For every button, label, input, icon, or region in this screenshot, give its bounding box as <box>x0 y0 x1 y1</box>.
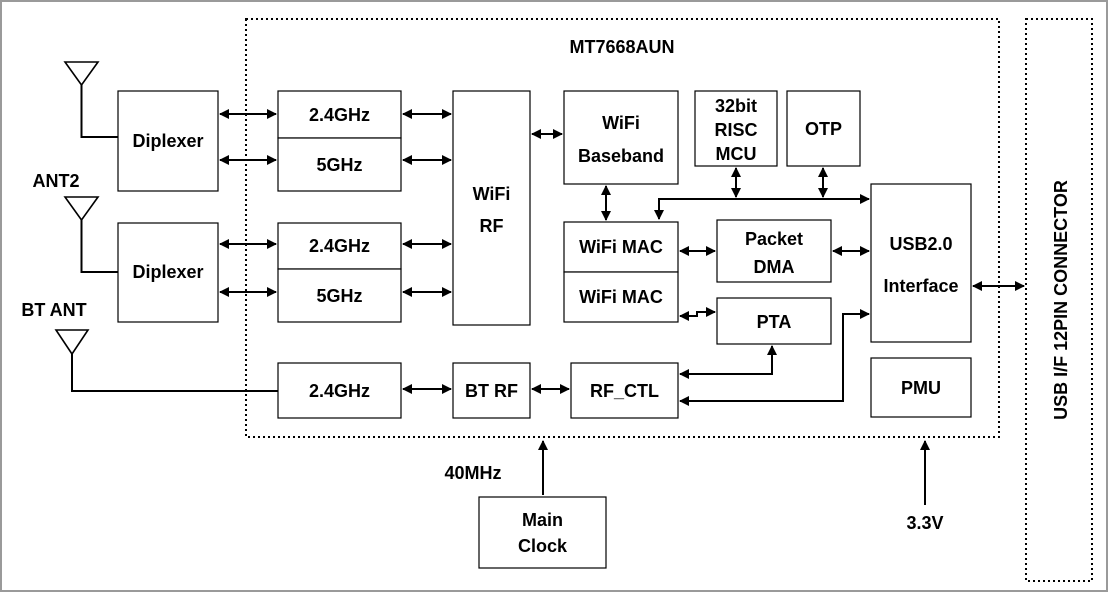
internal-bus <box>654 194 870 220</box>
diplexer-2 <box>117 222 219 323</box>
otp <box>786 90 861 167</box>
rf-5ghz-a <box>277 137 402 192</box>
usb-interface <box>870 183 972 343</box>
pta-label: PTA <box>757 312 792 332</box>
pmu-label: PMU <box>901 378 941 398</box>
main-clock-label-2: Clock <box>518 536 568 556</box>
antenna-1-icon <box>63 61 118 138</box>
rf-ctl-label: RF_CTL <box>590 381 659 401</box>
otp-label: OTP <box>805 119 842 139</box>
rf-5ghz-b-label: 5GHz <box>316 286 362 306</box>
arrow-rfctl-pta <box>679 345 777 379</box>
connector-label: USB I/F 12PIN CONNECTOR <box>1051 180 1071 420</box>
bt-rf <box>452 362 531 419</box>
diplexer-2-label: Diplexer <box>132 262 203 282</box>
bt-2-4ghz-label: 2.4GHz <box>309 381 370 401</box>
wifi-mac-2 <box>563 271 679 323</box>
usb-interface-label-1: USB2.0 <box>889 234 952 254</box>
bt-ant-label: BT ANT <box>21 300 86 320</box>
wifi-mac-2-label: WiFi MAC <box>579 287 663 307</box>
chip-boundary <box>245 18 1000 438</box>
wifi-rf-label-1: WiFi <box>473 184 511 204</box>
usb-interface-label-2: Interface <box>883 276 958 296</box>
wifi-rf-label-2: RF <box>480 216 504 236</box>
clock-frequency-label: 40MHz <box>444 463 501 483</box>
rf-2-4ghz-a-label: 2.4GHz <box>309 105 370 125</box>
wifi-baseband-label-2: Baseband <box>578 146 664 166</box>
chip-title: MT7668AUN <box>569 37 674 57</box>
rf-2-4ghz-a <box>277 90 402 139</box>
rf-2-4ghz-b-label: 2.4GHz <box>309 236 370 256</box>
risc-mcu-label-3: MCU <box>716 144 757 164</box>
antenna-2-icon <box>63 196 118 273</box>
ant2-label: ANT2 <box>32 171 79 191</box>
wifi-baseband-label-1: WiFi <box>602 113 640 133</box>
wifi-mac-1 <box>563 221 679 273</box>
main-clock-label-1: Main <box>522 510 563 530</box>
diplexer-1-label: Diplexer <box>132 131 203 151</box>
bt-2-4ghz <box>277 362 402 419</box>
wifi-mac-1-label: WiFi MAC <box>579 237 663 257</box>
usb-connector <box>1025 18 1093 582</box>
bt-antenna-icon <box>54 329 278 392</box>
risc-mcu <box>694 90 778 167</box>
wifi-baseband <box>563 90 679 185</box>
rf-ctl <box>570 362 679 419</box>
supply-voltage-label: 3.3V <box>906 513 943 533</box>
rf-5ghz-a-label: 5GHz <box>316 155 362 175</box>
risc-mcu-label-2: RISC <box>714 120 757 140</box>
main-clock <box>478 496 607 569</box>
rf-5ghz-b <box>277 268 402 323</box>
risc-mcu-label-1: 32bit <box>715 96 757 116</box>
diplexer-1 <box>117 90 219 192</box>
bt-rf-label: BT RF <box>465 381 518 401</box>
packet-dma-label-2: DMA <box>754 257 795 277</box>
arrow-rfctl-usb <box>679 309 870 406</box>
packet-dma-label-1: Packet <box>745 229 803 249</box>
packet-dma <box>716 219 832 283</box>
wifi-rf <box>452 90 531 326</box>
arrow-mac2-pta <box>679 307 716 321</box>
pmu <box>870 357 972 418</box>
